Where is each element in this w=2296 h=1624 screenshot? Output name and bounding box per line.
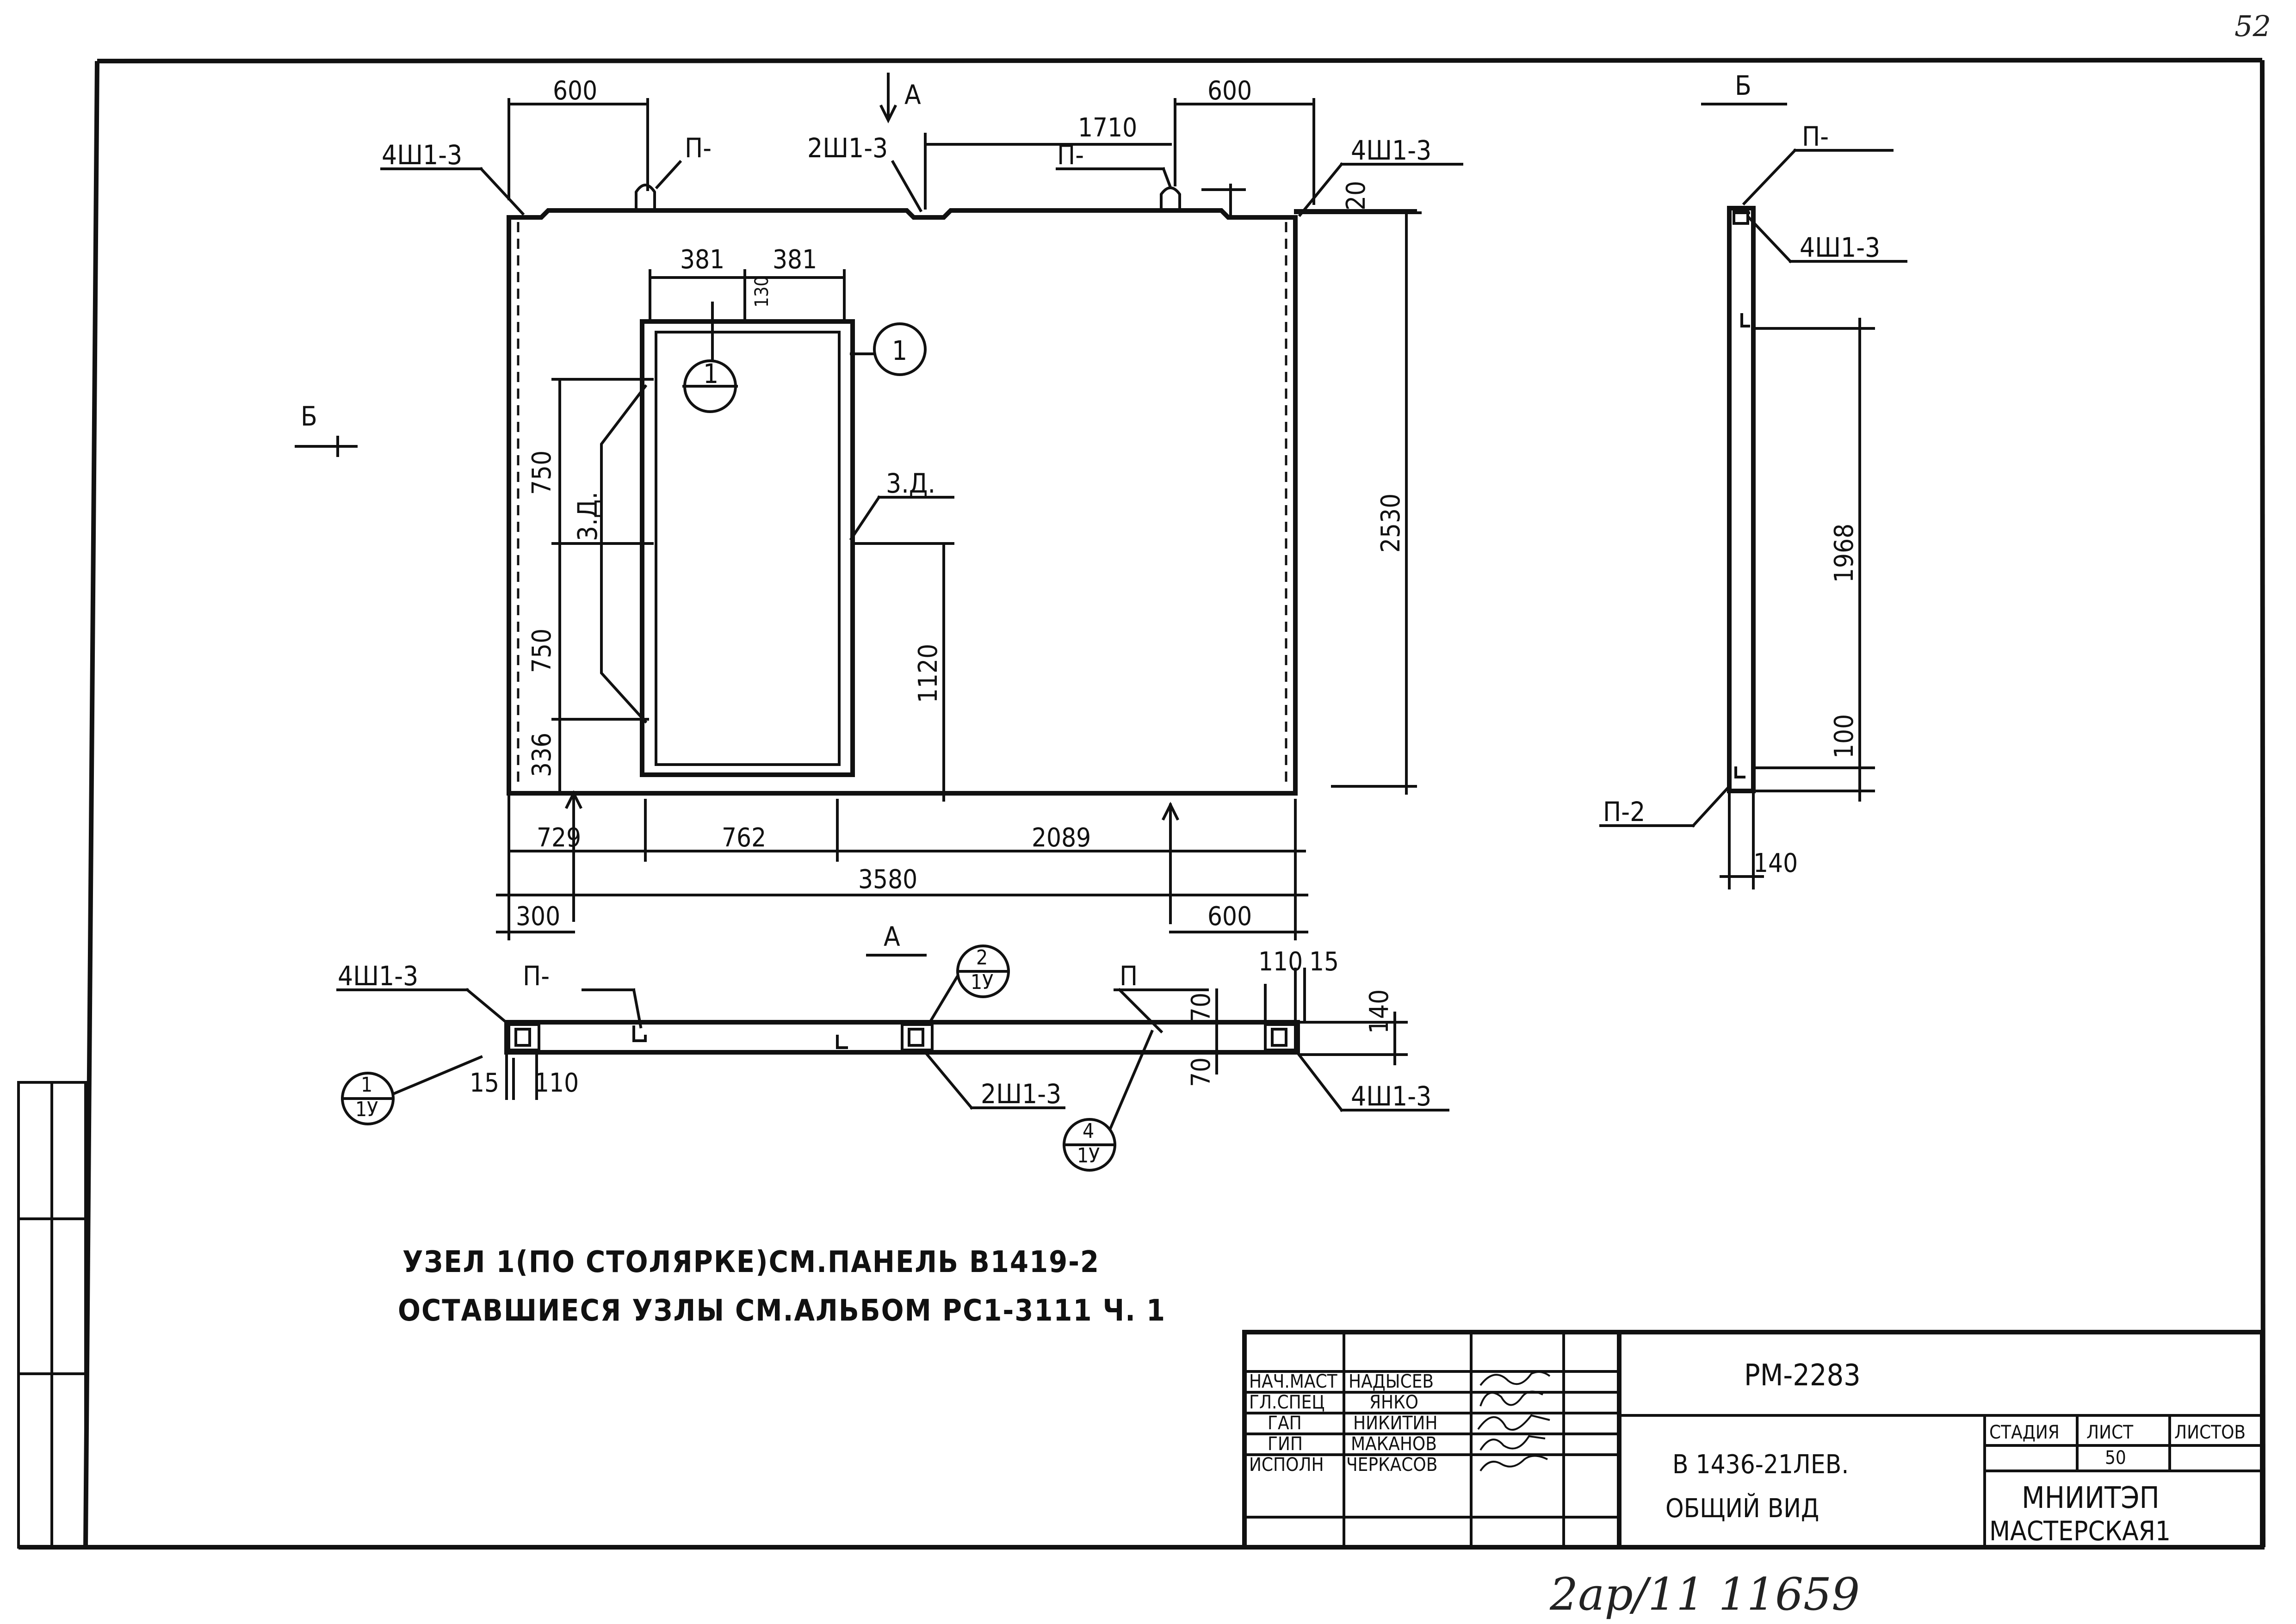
dim-600-bottom: 600 <box>1207 902 1252 932</box>
name-1: НАДЫСЕВ <box>1349 1371 1434 1392</box>
callout-1-inner-number: 1 <box>703 358 718 389</box>
callout-1-plan-number: 1 <box>361 1073 372 1097</box>
label-p-plan-right: П <box>1120 960 1138 992</box>
signature-2 <box>1479 1390 1543 1407</box>
name-4: МАКАНОВ <box>1351 1433 1437 1455</box>
name-2: ЯНКО <box>1369 1392 1418 1413</box>
label-2sh1-3-top: 2Ш1-3 <box>807 132 888 164</box>
dim-750-lower: 750 <box>527 629 557 673</box>
dim-750-upper: 750 <box>527 451 557 495</box>
role-5: ИСПОЛН <box>1249 1454 1324 1476</box>
dim-2089: 2089 <box>1032 823 1091 853</box>
note-line-2: ОСТАВШИЕСЯ УЗЛЫ СМ.АЛЬБОМ РС1-3111 Ч. 1 <box>398 1294 1166 1328</box>
label-p-plan: П- <box>523 960 550 992</box>
side-section: Б П- 4Ш1-3 1968 100 П-2 140 <box>1599 70 1907 889</box>
signature-4 <box>1479 1435 1546 1451</box>
workshop-name: МАСТЕРСКАЯ1 <box>1989 1515 2171 1547</box>
dim-110-top: 110 <box>1258 947 1303 977</box>
dim-15-top: 15 <box>1309 947 1339 977</box>
label-p-top-left: П- <box>685 132 712 164</box>
dim-1120: 1120 <box>913 644 943 703</box>
dim-140-side: 140 <box>1753 848 1798 878</box>
label-4sh1-3-top-left: 4Ш1-3 <box>382 139 462 171</box>
dim-15-bottom: 15 <box>470 1068 499 1098</box>
role-1: НАЧ.МАСТ <box>1249 1371 1338 1392</box>
doc-code: РМ-2283 <box>1744 1358 1861 1393</box>
label-p-side: П- <box>1802 121 1829 152</box>
dim-600-left: 600 <box>553 76 597 106</box>
name-3: НИКИТИН <box>1353 1413 1437 1434</box>
label-p-top-right: П- <box>1057 139 1084 171</box>
lifting-loop-left <box>635 184 656 212</box>
callout-2-plan-number: 2 <box>976 946 988 969</box>
col-sheets: ЛИСТОВ <box>2174 1422 2246 1443</box>
title-block: НАЧ.МАСТ ГЛ.СПЕЦ ГАП ГИП ИСПОЛН НАДЫСЕВ … <box>1242 1330 2265 1550</box>
section-a-top: А <box>904 79 921 111</box>
label-p2-side: П-2 <box>1603 796 1645 827</box>
section-a-bottom: А <box>884 921 900 952</box>
org-name: МНИИТЭП <box>2022 1481 2160 1515</box>
col-stage: СТАДИЯ <box>1989 1422 2060 1443</box>
label-4sh1-3-top-right: 4Ш1-3 <box>1351 135 1431 166</box>
name-5: ЧЕРКАСОВ <box>1346 1454 1437 1476</box>
dim-70-a: 70 <box>1186 993 1216 1022</box>
col-sheet: ЛИСТ <box>2086 1422 2134 1443</box>
dim-20: 20 <box>1341 181 1371 210</box>
view-title: ОБЩИЙ ВИД <box>1665 1493 1819 1524</box>
dim-600-right: 600 <box>1207 76 1252 106</box>
label-2sh1-3-plan: 2Ш1-3 <box>981 1078 1061 1110</box>
callout-1-top-number: 1 <box>892 335 907 366</box>
label-3d-right: 3.Д. <box>886 468 935 499</box>
dim-336: 336 <box>527 733 557 777</box>
dim-70-b: 70 <box>1186 1057 1216 1087</box>
plan-section: 4Ш1-3 П- 2 1У 1 1У 4 1У П 2Ш1-3 4Ш1-3 <box>336 945 1449 1172</box>
panel-code: В 1436-21ЛЕВ. <box>1672 1450 1849 1480</box>
section-b-left: Б <box>301 401 317 432</box>
dim-140-plan: 140 <box>1364 989 1394 1034</box>
front-elevation: 600 1710 600 20 А 4Ш1-3 П- 2Ш1-3 П- 4Ш1-… <box>295 73 1463 957</box>
dim-381-a: 381 <box>680 245 724 275</box>
panel-outline <box>507 208 1298 796</box>
callout-4-plan-number: 4 <box>1083 1119 1094 1143</box>
dim-3580: 3580 <box>858 864 917 895</box>
role-2: ГЛ.СПЕЦ <box>1249 1392 1324 1413</box>
callout-2-plan-sheet: 1У <box>971 970 993 994</box>
label-4sh1-3-plan-right: 4Ш1-3 <box>1351 1081 1431 1112</box>
dim-729: 729 <box>537 823 581 853</box>
label-4sh1-3-side: 4Ш1-3 <box>1800 232 1880 263</box>
door-opening <box>640 319 855 777</box>
lifting-loop-right <box>1160 186 1181 212</box>
side-section-outline <box>1727 206 1756 793</box>
dim-2530: 2530 <box>1376 494 1406 553</box>
page-number: 52 <box>2234 9 2271 43</box>
dim-762: 762 <box>722 823 766 853</box>
callout-4-plan-sheet: 1У <box>1077 1144 1100 1167</box>
label-3d-left: 3.Д. <box>572 492 603 541</box>
note-line-1: УЗЕЛ 1(ПО СТОЛЯРКЕ)СМ.ПАНЕЛЬ В1419-2 <box>402 1245 1100 1279</box>
plan-outline <box>504 1020 1300 1055</box>
inventory-number: 2ар/11 11659 <box>1549 1568 1860 1620</box>
dim-130: 130 <box>751 276 773 308</box>
dim-110-bottom: 110 <box>534 1068 579 1098</box>
section-b-title: Б <box>1735 70 1751 101</box>
role-3: ГАП <box>1268 1413 1302 1434</box>
callout-1-top <box>873 322 927 376</box>
callout-1-plan-sheet: 1У <box>355 1098 378 1121</box>
dim-100: 100 <box>1829 714 1859 759</box>
role-4: ГИП <box>1268 1433 1303 1455</box>
dim-381-b: 381 <box>773 245 817 275</box>
dim-1710: 1710 <box>1078 113 1137 143</box>
signature-1 <box>1479 1371 1551 1386</box>
signature-3 <box>1477 1414 1550 1431</box>
dim-300: 300 <box>516 902 560 932</box>
label-4sh1-3-plan-left: 4Ш1-3 <box>338 960 418 992</box>
signature-5 <box>1479 1455 1548 1472</box>
sheet-value: 50 <box>2105 1447 2126 1469</box>
dim-1968: 1968 <box>1829 524 1859 583</box>
